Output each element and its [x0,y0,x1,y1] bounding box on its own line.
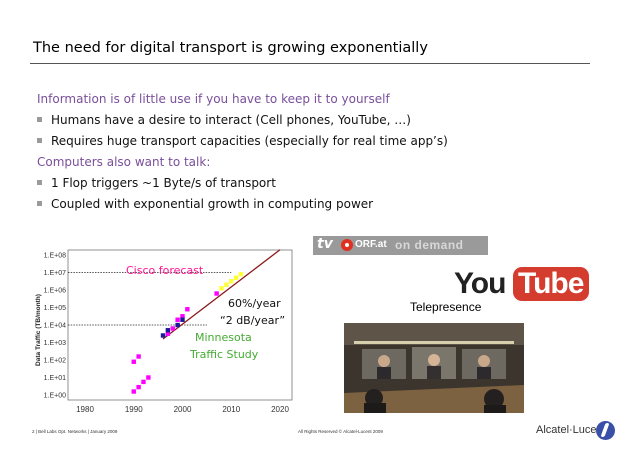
youtube-you: You [454,267,506,300]
annotation-db-year: “2 dB/year” [220,314,285,327]
bullet-text: Requires huge transport capacities (espe… [51,134,448,148]
heading-information: Information is of little use if you have… [37,92,390,106]
data-point [136,354,141,359]
reference-lines [68,272,232,326]
data-point [146,375,151,380]
data-point [238,272,244,277]
bullet-marker [37,201,42,206]
footer-page-info: 2 | Bell Labs Opt. Networks | January 20… [32,429,118,434]
bullet-marker [37,180,42,185]
data-point [229,279,234,284]
tv-text: tv [317,236,333,252]
data-point [233,275,239,280]
data-point [214,291,219,296]
data-point [180,314,185,319]
orf-text: ORF.at [355,239,387,250]
alcatel-lucent-logo-icon [596,421,615,440]
on-demand-text: on demand [395,238,464,252]
bullet-humans: Humans have a desire to interact (Cell p… [37,113,411,127]
youtube-tube-badge: Tube [513,267,589,301]
x-tick-label: 2010 [222,405,240,414]
data-points [131,272,244,394]
data-point [180,317,185,322]
y-tick-label: 1.E+08 [44,253,66,260]
bullet-flop: 1 Flop triggers ~1 Byte/s of transport [37,176,276,190]
x-tick-label: 1990 [125,405,143,414]
bullet-text: Coupled with exponential growth in compu… [51,197,374,211]
heading-computers: Computers also want to talk: [37,155,211,169]
annotation-traffic-study: Traffic Study [189,348,259,361]
data-point [224,282,229,287]
data-point [185,307,190,312]
youtube-tube: Tube [518,267,584,300]
traffic-chart: Data Traffic (TB/month) 1980 1990 2000 2010… [30,245,295,415]
annotation-growth-rate: 60%/year [228,297,281,310]
data-point [175,322,180,328]
data-point [165,331,171,336]
x-tick-label: 2020 [271,405,289,414]
logo-text: Alcatel·Lucent [536,424,606,436]
x-tick-label: 2000 [174,405,192,414]
bullet-transport: Requires huge transport capacities (espe… [37,134,448,148]
x-tick-label: 1980 [76,405,94,414]
bullet-marker [37,117,42,122]
y-tick-label: 1.E+03 [44,340,66,347]
data-point [175,317,180,322]
data-point [131,359,136,364]
data-point [165,328,171,333]
y-tick-label: 1.E+07 [44,270,66,277]
y-tick-label: 1.E+06 [44,288,66,295]
y-tick-label: 1.E+04 [44,323,66,330]
traffic-chart-svg: Data Traffic (TB/month) 1980 1990 2000 2010… [35,249,293,415]
bullet-growth: Coupled with exponential growth in compu… [37,197,373,211]
orf-tv-banner: tv ORF.at on demand [313,236,488,255]
telepresence-label: Telepresence [410,300,482,314]
slide-title: The need for digital transport is growin… [33,40,428,56]
annotation-minnesota: Minnesota [195,331,252,344]
data-point [136,384,141,390]
data-point [170,326,175,331]
y-tick-label: 1.E+00 [44,393,66,400]
data-point [160,333,166,338]
bullet-marker [37,138,42,143]
data-point [141,379,146,385]
annotation-cisco-forecast: Cisco forecast [126,264,204,277]
y-tick-label: 1.E+05 [44,305,66,312]
tick-labels: 1980 1990 2000 2010 2020 1.E+00 1.E+01 1.E+02 1.… [44,253,290,415]
y-axis-label: Data Traffic (TB/month) [35,294,42,366]
bullet-text: 1 Flop triggers ~1 Byte/s of transport [51,176,276,190]
trend-layer [162,249,281,340]
footer-copyright: All Rights Reserved © Alcatel-Lucent 200… [298,429,383,434]
telepresence-photo-illustration [344,323,524,413]
title-divider [30,63,590,64]
data-point [131,389,136,394]
telepresence-photo [344,323,524,413]
y-tick-label: 1.E+01 [44,375,66,382]
bullet-text: Humans have a desire to interact (Cell p… [51,113,411,127]
orf-logo-icon [341,239,353,251]
data-point [219,286,224,291]
y-tick-label: 1.E+02 [44,358,66,365]
trend-line [162,249,281,340]
